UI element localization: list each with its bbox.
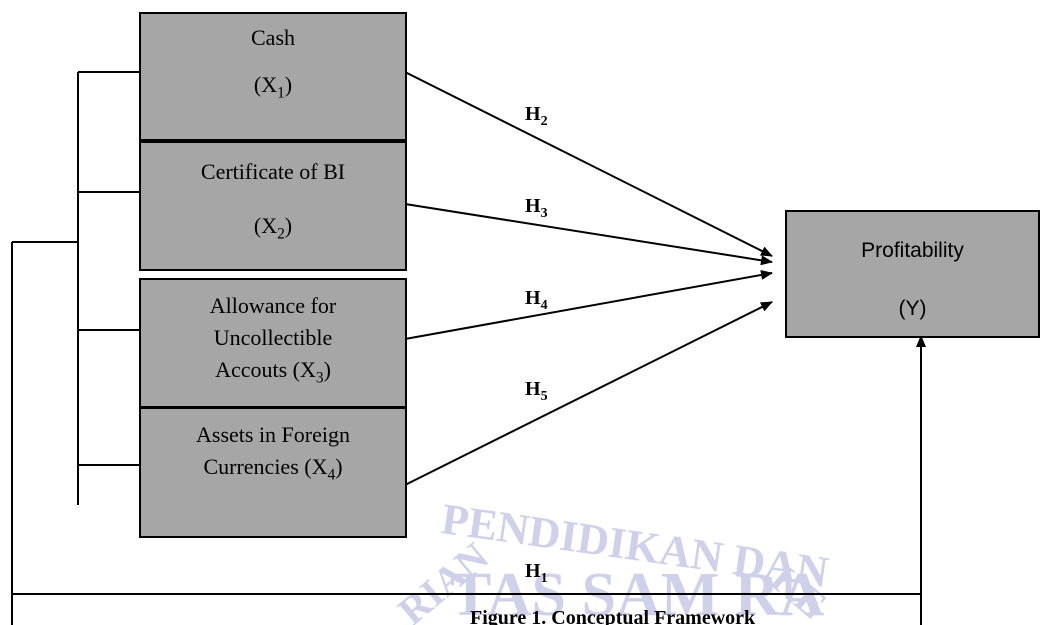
box-allowance-line2: Uncollectible (213, 325, 333, 350)
box-foreign-line1: Assets in Foreign (196, 422, 350, 447)
figure-caption: Figure 1. Conceptual Framework (470, 607, 756, 625)
box-cash: Cash (X1) (139, 12, 407, 141)
box-allowance-variable: Accouts (X3) (215, 357, 331, 387)
box-profitability: Profitability (Y) (785, 210, 1040, 338)
box-cash-label: Cash (251, 25, 295, 50)
box-cash-variable: (X1) (253, 72, 293, 102)
arrow-h4 (404, 270, 773, 340)
arrow-h5 (404, 301, 773, 486)
box-sbi-variable: (X2) (253, 213, 293, 243)
hypothesis-h2-label: H2 (525, 103, 548, 129)
hypothesis-h1-label: H1 (525, 560, 548, 586)
hypothesis-h4-label: H4 (525, 287, 548, 313)
box-profitability-variable: (Y) (898, 297, 927, 320)
box-allowance-uncollectible: Allowance for Uncollectible Accouts (X3) (139, 278, 407, 408)
box-assets-foreign-currencies: Assets in Foreign Currencies (X4) (139, 407, 407, 538)
box-certificate-of-bi: Certificate of BI (X2) (139, 141, 407, 271)
hypothesis-h3-label: H3 (525, 195, 548, 221)
box-allowance-line1: Allowance for (209, 293, 337, 318)
arrow-h3 (404, 203, 773, 266)
box-profitability-label: Profitability (861, 239, 964, 262)
arrow-h2 (404, 71, 773, 257)
box-sbi-label: Certificate of BI (200, 159, 346, 184)
hypothesis-h5-label: H5 (525, 378, 548, 404)
box-foreign-variable: Currencies (X4) (203, 454, 343, 484)
